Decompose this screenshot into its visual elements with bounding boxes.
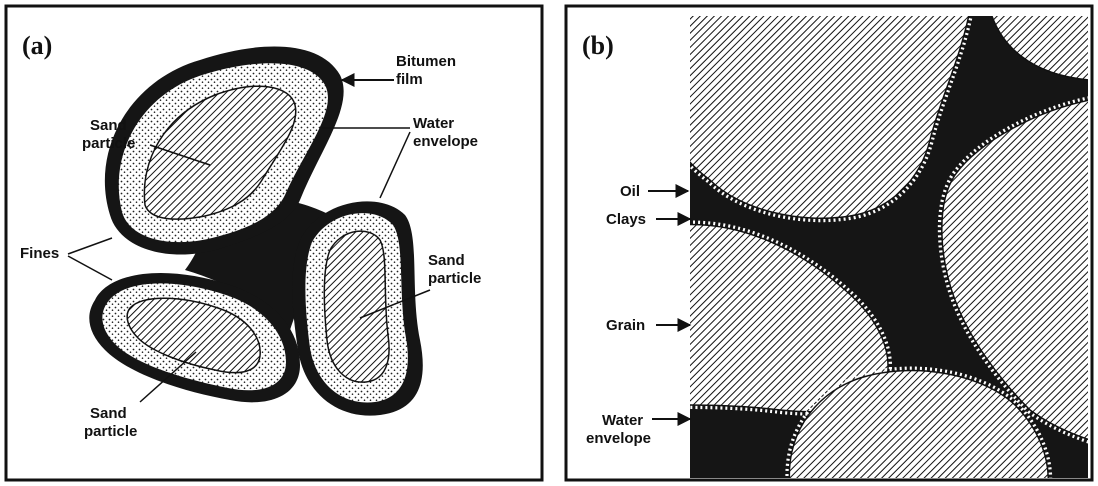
panel-b: (b) Oil Clays Grain Water envelope (560, 0, 1098, 486)
label-sand-top-line2: particle (82, 135, 135, 152)
label-water-envelope-b-line2: envelope (586, 430, 651, 447)
label-sand-right-line1: Sand (428, 252, 465, 269)
label-water-envelope-line1: Water (413, 115, 454, 132)
label-bitumen-film-line1: Bitumen (396, 53, 456, 70)
panel-a: (a) Bitumen film Sand particle Water env… (0, 0, 548, 486)
label-water-envelope-b-line1: Water (602, 412, 643, 429)
label-oil: Oil (620, 183, 640, 200)
label-sand-bottom-line1: Sand (90, 405, 127, 422)
label-clays: Clays (606, 211, 646, 228)
label-grain: Grain (606, 317, 645, 334)
label-water-envelope-line2: envelope (413, 133, 478, 150)
label-bitumen-film-line2: film (396, 71, 423, 88)
pore-space-view (678, 10, 1090, 486)
label-sand-bottom-line2: particle (84, 423, 137, 440)
panel-a-tag: (a) (22, 31, 52, 60)
sand-particle-right (292, 201, 423, 415)
panel-b-diagram: (b) Oil Clays Grain Water envelope (560, 0, 1098, 486)
label-sand-right-line2: particle (428, 270, 481, 287)
panel-b-tag: (b) (582, 31, 614, 60)
label-fines: Fines (20, 245, 59, 262)
label-sand-top-line1: Sand (90, 117, 127, 134)
panel-a-diagram: (a) Bitumen film Sand particle Water env… (0, 0, 548, 486)
